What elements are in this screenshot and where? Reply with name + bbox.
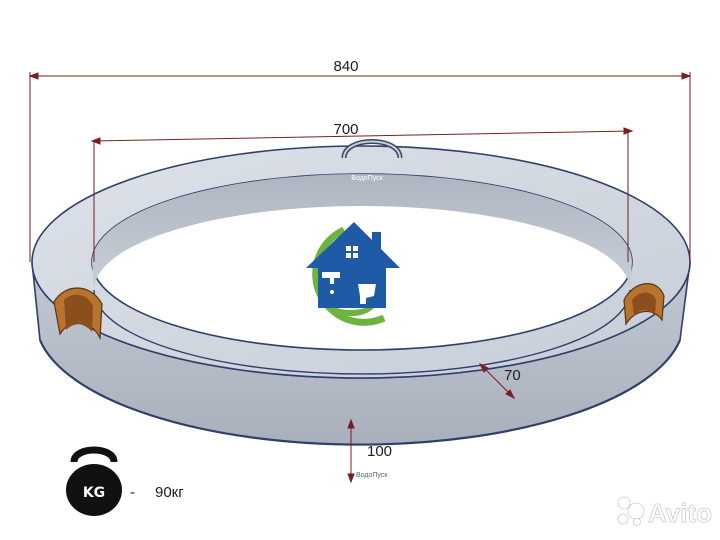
concrete-ring [31, 145, 691, 446]
lifting-loop-right-icon [623, 283, 665, 326]
avito-wordmark: Avito [648, 498, 712, 528]
watermark-top: ВодоПуск [351, 175, 383, 182]
dimension-outer [28, 72, 692, 262]
kettlebell-label: KG [83, 485, 105, 501]
lifting-loop-left-icon [53, 287, 103, 341]
vodopusk-logo-icon [306, 222, 400, 326]
ring-inner-wall [92, 174, 632, 290]
dimension-inner-label: 700 [333, 121, 358, 138]
lifting-handle-top-icon [341, 139, 403, 159]
ring-inner-edge [93, 289, 631, 375]
dimension-outer-label: 840 [333, 58, 358, 75]
dimension-inner [90, 127, 634, 262]
dimension-wall [478, 362, 516, 400]
dimension-height [347, 418, 355, 484]
dimension-height-label: 100 [367, 443, 392, 460]
ring-bottom-edge [38, 339, 682, 446]
weight-value: 90кг [155, 484, 184, 501]
avito-logo-icon [617, 496, 645, 526]
watermark-bottom: ВодоПуск [356, 472, 388, 479]
weight-dash: - [130, 484, 135, 501]
dimension-wall-label: 70 [504, 367, 521, 384]
kettlebell-icon [66, 446, 122, 516]
